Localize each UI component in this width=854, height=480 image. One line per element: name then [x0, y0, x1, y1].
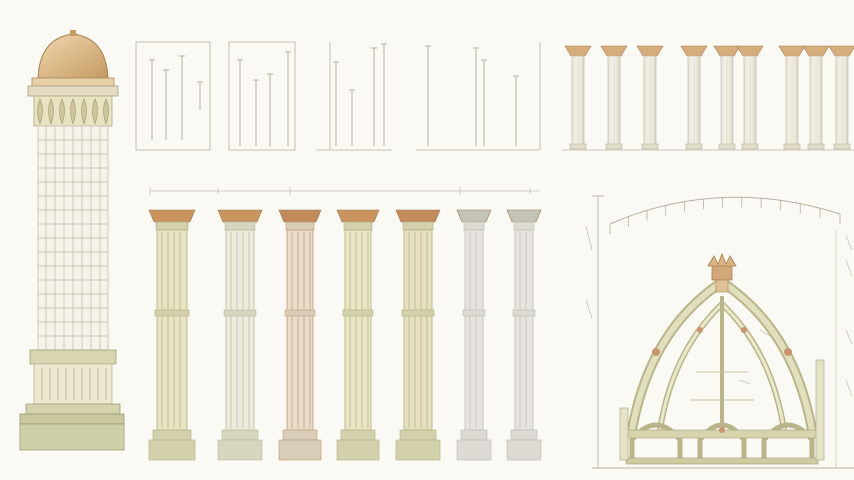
gothic-vault-section: [585, 195, 854, 469]
scale-line: [149, 187, 540, 195]
domed-column-elevation: [19, 30, 125, 451]
fluted-column-row: [148, 209, 542, 461]
top-capital-colonnade: [564, 45, 854, 150]
sketch-study-panels: [135, 41, 541, 151]
